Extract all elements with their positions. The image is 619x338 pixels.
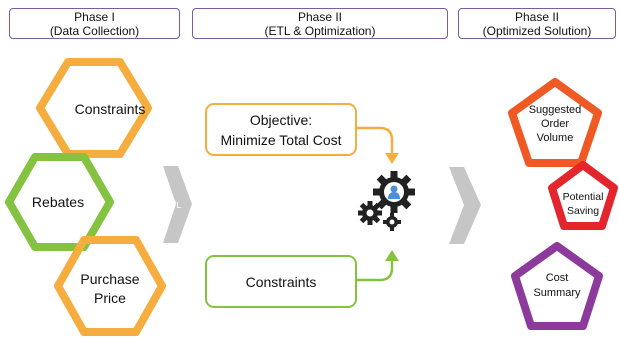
objective-label-line2: Minimize Total Cost: [220, 132, 341, 148]
phase-2-header: Phase II (ETL & Optimization): [192, 8, 448, 39]
potential-saving-line1: Potential: [563, 191, 604, 203]
cost-summary-line1: Cost: [546, 272, 569, 284]
potential-saving-line2: Saving: [567, 205, 599, 217]
optimization-gears-icon: [358, 171, 415, 231]
etl-chevron-arrow: [163, 166, 192, 243]
constraints-connector-arrow: [356, 258, 394, 282]
constraints-input-label: Constraints: [75, 101, 146, 117]
suggested-order-volume-line3: Volume: [537, 132, 574, 144]
phase-1-subtitle: (Data Collection): [49, 24, 140, 38]
potential-saving-pentagon: [548, 161, 618, 230]
cost-summary-pentagon: [511, 242, 603, 330]
etl-label: ETL: [165, 200, 182, 210]
purchase-price-hexagon: [54, 236, 166, 336]
cost-summary-line2: Summary: [533, 287, 581, 299]
purchase-price-label-line1: Purchase: [80, 271, 139, 287]
output-chevron-arrow: [449, 167, 481, 244]
rebates-input-label: Rebates: [32, 194, 84, 210]
phase-1-header: Phase I (Data Collection): [9, 8, 180, 39]
phase-2-title: Phase II: [297, 10, 343, 24]
constraints-hexagon: [36, 58, 152, 158]
phase-3-title: Phase II: [514, 10, 560, 24]
suggested-order-volume-pentagon: [508, 78, 602, 167]
purchase-price-label-line2: Price: [94, 290, 126, 306]
objective-arrowhead: [385, 153, 399, 164]
constraints-box: [205, 255, 357, 308]
phase-2-subtitle: (ETL & Optimization): [264, 24, 376, 38]
phase-1-title: Phase I: [74, 10, 115, 24]
objective-connector-arrow: [356, 126, 394, 156]
objective-label-line1: Objective:: [250, 112, 312, 128]
constraints-arrowhead: [385, 250, 399, 261]
constraints-box-label: Constraints: [246, 274, 317, 290]
phase-3-subtitle: (Optimized Solution): [482, 24, 592, 38]
phase-3-header: Phase II (Optimized Solution): [458, 8, 616, 39]
suggested-order-volume-line1: Suggested: [529, 104, 582, 116]
objective-box: [205, 103, 357, 156]
suggested-order-volume-line2: Order: [541, 118, 569, 130]
